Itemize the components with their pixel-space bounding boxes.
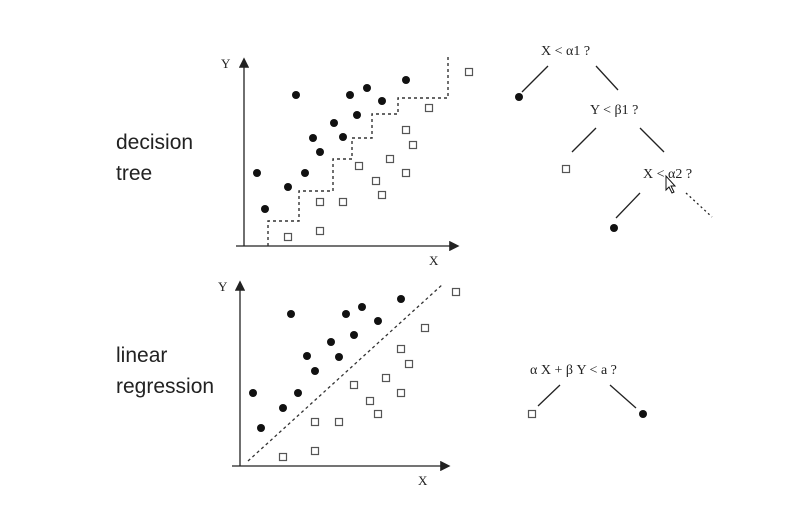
bottom-title-line1: linear — [116, 344, 167, 367]
bottom-title-line2: regression — [116, 375, 214, 398]
class-a-dot — [346, 91, 354, 99]
class-a-dot — [339, 133, 347, 141]
class-b-square — [365, 396, 375, 406]
top-y-label: Y — [221, 56, 231, 71]
class-b-square — [278, 452, 288, 462]
class-a-dot — [316, 148, 324, 156]
tree-edge — [595, 65, 619, 91]
class-a-dot — [402, 76, 410, 84]
tree-edge-dashed — [685, 192, 713, 218]
class-b-square — [408, 140, 418, 150]
tree-root-label: X < α1 ? — [541, 44, 590, 59]
class-b-square — [396, 344, 406, 354]
class-a-dot — [353, 111, 361, 119]
class-a-dot — [249, 389, 257, 397]
class-b-square — [401, 125, 411, 135]
class-b-square — [283, 232, 293, 242]
class-a-dot — [327, 338, 335, 346]
class-a-dot — [284, 183, 292, 191]
class-b-square — [310, 417, 320, 427]
top-title-line1: decision — [116, 131, 193, 154]
class-b-square — [396, 388, 406, 398]
class-b-square — [381, 373, 391, 383]
top-x-label: X — [429, 253, 439, 268]
bottom-tree: α X + β Y < a ? — [527, 363, 647, 419]
tree-edge — [571, 127, 597, 153]
class-a-dot — [397, 295, 405, 303]
class-a-dot — [287, 310, 295, 318]
class-b-square — [377, 190, 387, 200]
regression-boundary — [247, 283, 444, 462]
class-b-square — [404, 359, 414, 369]
class-b-square — [338, 197, 348, 207]
class-b-square — [334, 417, 344, 427]
class-a-dot — [342, 310, 350, 318]
bottom-panel: linear regression Y X α X + β Y < a ? — [116, 279, 647, 488]
tree-leaf-square — [561, 164, 571, 174]
class-a-dot — [330, 119, 338, 127]
top-panel: decision tree Y X X < α1 ? Y < β1 ? X < … — [116, 44, 713, 268]
mouse-cursor-icon — [665, 174, 677, 194]
class-b-square — [310, 446, 320, 456]
class-a-dot — [311, 367, 319, 375]
class-a-dot — [378, 97, 386, 105]
bottom-tree-root-label: α X + β Y < a ? — [530, 363, 617, 378]
bottom-scatter — [249, 287, 461, 462]
class-a-dot — [374, 317, 382, 325]
class-a-dot — [279, 404, 287, 412]
class-a-dot — [257, 424, 265, 432]
tree-edge — [615, 192, 641, 219]
tree-leaf-square — [527, 409, 537, 419]
class-a-dot — [261, 205, 269, 213]
class-b-square — [373, 409, 383, 419]
class-a-dot — [335, 353, 343, 361]
tree-leaf-dot — [610, 224, 618, 232]
class-a-dot — [301, 169, 309, 177]
class-b-square — [315, 226, 325, 236]
tree-leaf-dot — [639, 410, 647, 418]
top-scatter — [253, 67, 474, 242]
bottom-x-label: X — [418, 473, 428, 488]
tree-node3-label: X < α2 ? — [643, 167, 692, 182]
class-b-square — [354, 161, 364, 171]
class-a-dot — [309, 134, 317, 142]
class-b-square — [371, 176, 381, 186]
decision-boundary — [267, 55, 449, 246]
class-a-dot — [253, 169, 261, 177]
class-a-dot — [350, 331, 358, 339]
class-b-square — [424, 103, 434, 113]
tree-edge — [609, 384, 637, 409]
class-a-dot — [303, 352, 311, 360]
class-b-square — [401, 168, 411, 178]
tree-edge — [537, 384, 561, 407]
top-title-line2: tree — [116, 162, 152, 185]
class-b-square — [315, 197, 325, 207]
class-b-square — [451, 287, 461, 297]
class-b-square — [385, 154, 395, 164]
bottom-y-label: Y — [218, 279, 228, 294]
tree-edge — [639, 127, 665, 153]
class-a-dot — [292, 91, 300, 99]
class-b-square — [464, 67, 474, 77]
tree-edge — [521, 65, 549, 93]
tree-leaf-dot — [515, 93, 523, 101]
tree-node2-label: Y < β1 ? — [590, 103, 638, 118]
class-b-square — [349, 380, 359, 390]
class-a-dot — [363, 84, 371, 92]
class-b-square — [420, 323, 430, 333]
class-a-dot — [294, 389, 302, 397]
top-tree: X < α1 ? Y < β1 ? X < α2 ? — [515, 44, 713, 232]
class-a-dot — [358, 303, 366, 311]
